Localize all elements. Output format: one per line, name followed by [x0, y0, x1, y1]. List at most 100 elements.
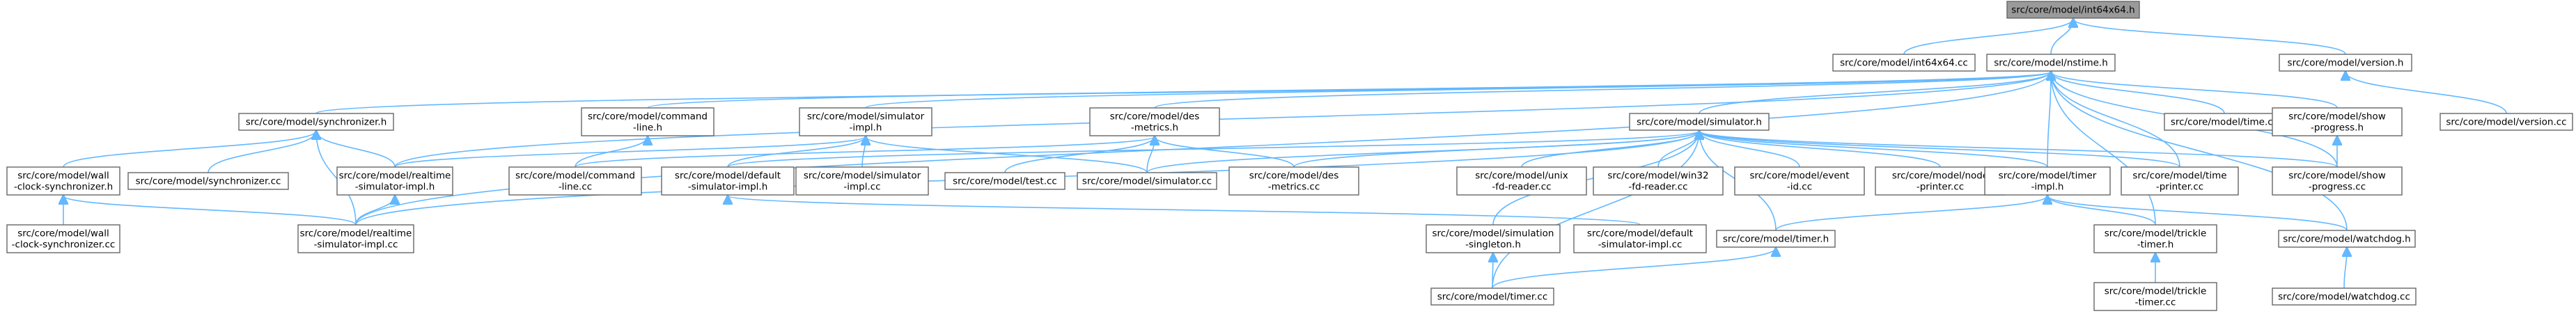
node-label: src/core/model/simulation: [1432, 228, 1554, 239]
file-node-watchdog-cc[interactable]: src/core/model/watchdog.cc: [2272, 287, 2417, 306]
file-node-version-cc[interactable]: src/core/model/version.cc: [2440, 113, 2573, 131]
file-node-des-metrics-cc[interactable]: src/core/model/des-metrics.cc: [1228, 166, 1359, 196]
file-nodes: src/core/model/int64x64.h src/core/model/…: [6, 1, 2573, 311]
node-label: src/core/model/int64x64.h: [2011, 5, 2134, 16]
file-node-simulator-impl-h[interactable]: src/core/model/simulator-impl.h: [799, 107, 932, 136]
node-label: -fd-reader.cc: [1492, 182, 1551, 193]
node-box: [508, 166, 642, 196]
node-label: src/core/model/node: [1892, 171, 1988, 182]
dependency-edge: [575, 136, 1155, 168]
dependency-edge: [2047, 196, 2156, 226]
node-label: -simulator-impl.h: [688, 182, 768, 193]
file-node-time-printer-cc[interactable]: src/core/model/time-printer.cc: [2121, 166, 2239, 196]
file-node-unix-fd-reader-cc[interactable]: src/core/model/unix-fd-reader.cc: [1456, 166, 1587, 196]
node-label: src/core/model/trickle: [2105, 286, 2207, 297]
file-node-time-cc[interactable]: src/core/model/time.cc: [2164, 113, 2285, 131]
dependency-edge: [394, 136, 866, 168]
node-label: src/core/model/command: [588, 111, 708, 123]
file-node-simulation-singleton-h[interactable]: src/core/model/simulation-singleton.h: [1426, 224, 1561, 253]
dependency-edge: [1699, 131, 2048, 168]
node-box: [1077, 172, 1217, 190]
dependency-edge: [1699, 131, 1941, 168]
dependency-edge: [2051, 72, 2156, 226]
node-box: [1089, 107, 1220, 136]
node-label: -simulator-impl.h: [355, 182, 435, 193]
file-node-wall-clock-sync-cc[interactable]: src/core/model/wall-clock-synchronizer.c…: [6, 224, 120, 253]
node-label: -clock-synchronizer.cc: [12, 239, 116, 251]
node-box: [799, 107, 932, 136]
file-node-int64x64-cc[interactable]: src/core/model/int64x64.cc: [1832, 54, 1976, 72]
file-node-watchdog-h[interactable]: src/core/model/watchdog.h: [2278, 230, 2416, 248]
node-box: [1228, 166, 1359, 196]
node-label: -progress.h: [2311, 123, 2364, 134]
node-label: src/core/model/command: [515, 171, 635, 182]
file-node-synchronizer-cc[interactable]: src/core/model/synchronizer.cc: [127, 172, 289, 190]
file-node-timer-h[interactable]: src/core/model/timer.h: [1716, 230, 1836, 248]
dependency-edges: [63, 19, 2507, 289]
node-box: [127, 172, 289, 190]
node-label: -clock-synchronizer.h: [14, 182, 113, 193]
file-node-event-id-cc[interactable]: src/core/model/event-id.cc: [1734, 166, 1865, 196]
file-node-realtime-sim-impl-h[interactable]: src/core/model/realtime-simulator-impl.h: [336, 166, 453, 196]
file-node-simulator-cc[interactable]: src/core/model/simulator.cc: [1077, 172, 1217, 190]
node-label: src/core/model/version.h: [2288, 58, 2404, 69]
file-node-des-metrics-h[interactable]: src/core/model/des-metrics.h: [1089, 107, 1220, 136]
node-box: [2164, 113, 2285, 131]
node-box: [1426, 224, 1561, 253]
node-box: [336, 166, 453, 196]
file-node-synchronizer-h[interactable]: src/core/model/synchronizer.h: [238, 113, 394, 131]
node-label: src/core/model/wall: [17, 228, 109, 239]
dependency-edge: [355, 196, 395, 226]
file-node-show-progress-cc[interactable]: src/core/model/show-progress.cc: [2272, 166, 2403, 196]
dependency-edge: [1293, 131, 1699, 168]
dependency-edge: [63, 131, 316, 168]
file-node-default-sim-impl-h[interactable]: src/core/model/default-simulator-impl.h: [661, 166, 795, 196]
file-node-show-progress-h[interactable]: src/core/model/show-progress.h: [2272, 107, 2403, 136]
file-node-node-printer-cc[interactable]: src/core/model/node-printer.cc: [1875, 166, 2006, 196]
node-label: src/core/model/timer.h: [1723, 234, 1829, 245]
file-node-nstime-h[interactable]: src/core/model/nstime.h: [1986, 54, 2116, 72]
node-label: -line.cc: [559, 182, 592, 193]
dependency-edge: [575, 136, 648, 168]
dependency-edge: [316, 131, 357, 226]
node-label: -singleton.h: [1465, 239, 1521, 251]
file-node-simulator-impl-cc[interactable]: src/core/model/simulator-impl.cc: [795, 166, 929, 196]
node-label: src/core/model/unix: [1475, 171, 1568, 182]
dependency-edge: [1154, 72, 2051, 109]
node-label: src/core/model/version.cc: [2446, 117, 2566, 128]
dependency-edge: [728, 196, 1641, 226]
node-box: [1573, 224, 1707, 253]
node-label: src/core/model/realtime: [300, 228, 412, 239]
dependency-edge: [2051, 72, 2180, 168]
file-node-wall-clock-sync-h[interactable]: src/core/model/wall-clock-synchronizer.h: [6, 166, 120, 196]
dependency-edge: [316, 131, 396, 168]
dependency-edge: [1004, 136, 1155, 173]
file-node-timer-cc[interactable]: src/core/model/timer.cc: [1430, 287, 1554, 306]
node-label: src/core/model/wall: [17, 171, 109, 182]
file-node-realtime-sim-impl-cc[interactable]: src/core/model/realtime-simulator-impl.c…: [297, 224, 414, 253]
file-node-trickle-timer-h[interactable]: src/core/model/trickle-timer.h: [2093, 224, 2217, 253]
dependency-edge: [2345, 72, 2507, 114]
file-node-command-line-h[interactable]: src/core/model/command-line.h: [581, 107, 715, 136]
node-box: [1430, 287, 1554, 306]
node-label: -simulator-impl.cc: [314, 239, 398, 251]
node-label: -id.cc: [1787, 182, 1812, 193]
node-label: src/core/model/default: [675, 171, 781, 182]
node-box: [2006, 1, 2140, 19]
node-label: src/core/model/des: [1110, 111, 1200, 123]
file-node-simulator-h[interactable]: src/core/model/simulator.h: [1629, 113, 1770, 131]
file-node-command-line-cc[interactable]: src/core/model/command-line.cc: [508, 166, 642, 196]
file-node-trickle-timer-cc[interactable]: src/core/model/trickle-timer.cc: [2093, 282, 2217, 311]
node-box: [1629, 113, 1770, 131]
dependency-edge: [2073, 19, 2346, 55]
node-label: -impl.h: [850, 123, 882, 134]
file-node-test-cc[interactable]: src/core/model/test.cc: [944, 172, 1065, 190]
file-node-int64x64-h[interactable]: src/core/model/int64x64.h: [2006, 1, 2140, 19]
node-label: src/core/model/timer.cc: [1437, 292, 1548, 303]
file-node-win32-fd-reader-cc[interactable]: src/core/model/win32-fd-reader.cc: [1593, 166, 1724, 196]
file-node-default-sim-impl-cc[interactable]: src/core/model/default-simulator-impl.cc: [1573, 224, 1707, 253]
file-node-timer-impl-h[interactable]: src/core/model/timer-impl.h: [1984, 166, 2111, 196]
file-node-version-h[interactable]: src/core/model/version.h: [2279, 54, 2412, 72]
node-box: [2093, 224, 2217, 253]
